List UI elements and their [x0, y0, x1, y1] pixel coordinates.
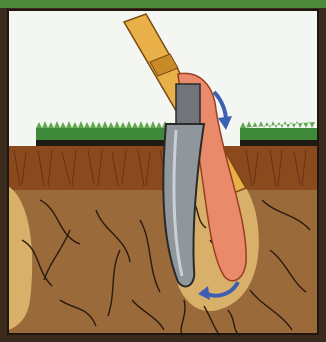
grass-left — [36, 121, 186, 146]
top-green-border — [0, 0, 326, 8]
